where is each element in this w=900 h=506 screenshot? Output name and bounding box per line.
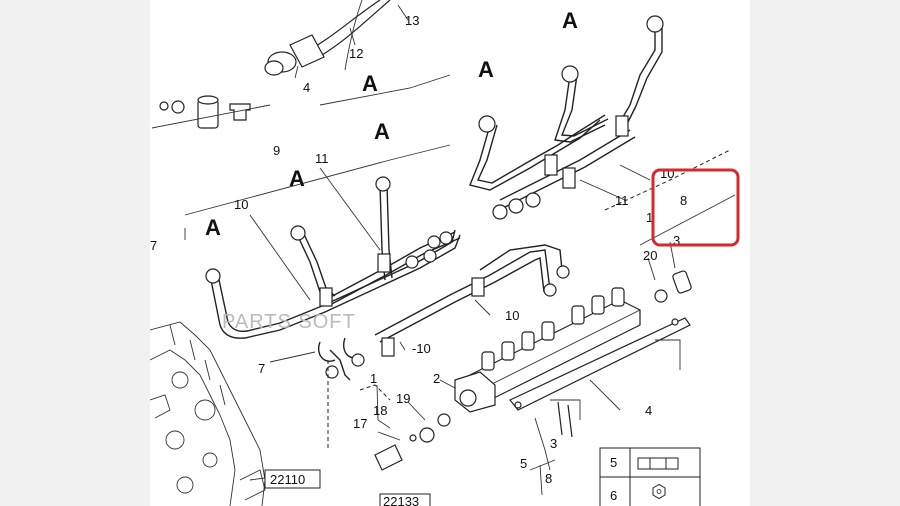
- highlight-box: [651, 168, 740, 247]
- callout-4-bottom: 4: [645, 403, 652, 418]
- letter-a-center: A: [374, 119, 390, 144]
- callout-11-left: 11: [315, 151, 329, 166]
- callout-1: 1: [370, 371, 377, 386]
- small-fittings: [151, 95, 271, 129]
- callout-7-edge: 7: [150, 238, 157, 253]
- callout-7: 7: [258, 361, 265, 376]
- injector-pipes-right: [469, 15, 664, 220]
- callout-10-mid: 10: [505, 308, 519, 323]
- letter-a-upper-left: A: [362, 71, 378, 96]
- legend-part-spacer: [637, 457, 679, 470]
- callout-20: 20: [643, 248, 657, 263]
- lower-fittings: [374, 270, 692, 471]
- injector-pipes-left: [205, 176, 461, 339]
- legend-row-6: 6: [610, 488, 617, 503]
- callout-3-right: 3: [673, 233, 680, 248]
- letter-a-top-right: A: [562, 8, 578, 33]
- callout-17: 17: [353, 416, 367, 431]
- dash-line-2: [359, 384, 391, 401]
- callout-8-bottom: 8: [545, 471, 552, 486]
- central-pipe-bank: [318, 244, 570, 381]
- legend-row-5: 5: [610, 455, 617, 470]
- parts-diagram-frame: A A A A A A 13 12 4 9 11 10 7 7 10 -10 1…: [150, 0, 750, 506]
- ref-box-22133: 22133: [379, 493, 431, 506]
- callout-9: 9: [273, 143, 280, 158]
- callout-1-right: 1: [646, 210, 653, 225]
- hose-assembly: [264, 0, 391, 76]
- letter-a-mid: A: [478, 57, 494, 82]
- bracket: [509, 317, 691, 438]
- legend-table: 5 6: [599, 447, 701, 506]
- callout-4-top: 4: [303, 80, 310, 95]
- callout-19: 19: [396, 391, 410, 406]
- letter-a-left: A: [289, 166, 305, 191]
- callout-8-highlighted: 8: [680, 193, 687, 208]
- ref-box-22110: 22110: [264, 469, 321, 489]
- dash-line-3: [604, 149, 731, 211]
- engine-block: [150, 321, 266, 506]
- ref-22110-label: 22110: [270, 472, 305, 487]
- leader-9: [184, 144, 451, 216]
- callout-11-right: 11: [615, 193, 629, 208]
- letter-a-far-left: A: [205, 215, 221, 240]
- leader-lines: [249, 4, 676, 496]
- dash-line-4: [639, 194, 736, 246]
- callout-5: 5: [520, 456, 527, 471]
- fuel-rail: [454, 287, 641, 413]
- callout-10-lower: -10: [412, 341, 431, 356]
- callout-10-right: 10: [660, 166, 674, 181]
- fuel-injection-diagram: A A A A A A 13 12 4 9 11 10 7 7 10 -10 1…: [150, 0, 740, 506]
- callout-13: 13: [405, 13, 419, 28]
- watermark: PARTS SOFT: [222, 311, 356, 333]
- callout-10-left: 10: [234, 197, 248, 212]
- callout-18: 18: [373, 403, 387, 418]
- callout-3: 3: [550, 436, 557, 451]
- callout-2: 2: [433, 371, 440, 386]
- legend-nut-icon: [652, 483, 666, 500]
- leader-A: [319, 74, 451, 106]
- callout-12: 12: [349, 46, 363, 61]
- ref-22133-label: 22133: [383, 494, 419, 506]
